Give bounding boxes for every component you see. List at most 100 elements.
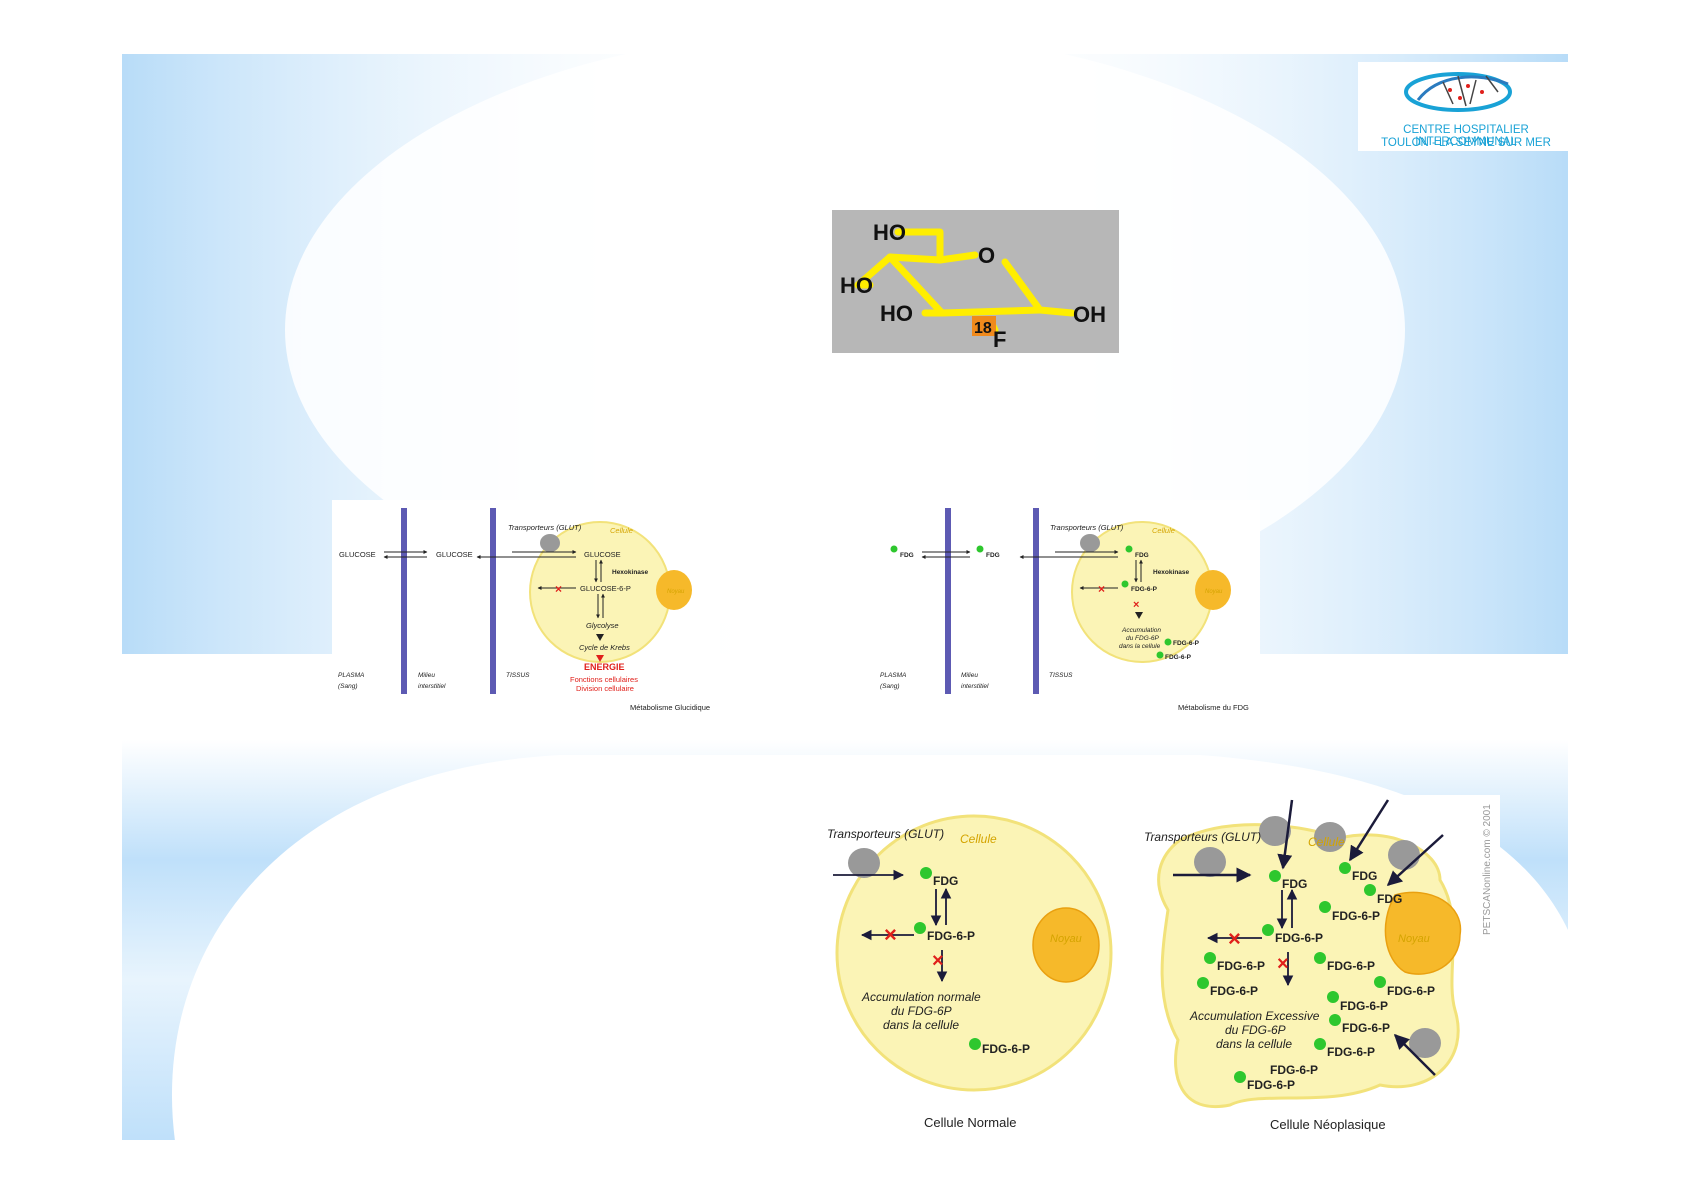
molecule-label-oh: OH	[1073, 302, 1106, 327]
fdg-milieu: FDG	[986, 552, 1000, 559]
cellule-label: Cellule	[960, 832, 997, 846]
hexokinase-label: Hexokinase	[612, 569, 649, 576]
transporteurs-label: Transporteurs (GLUT)	[508, 523, 582, 532]
molecule-label-ho3: HO	[880, 301, 913, 326]
plasma-label: PLASMA	[880, 672, 906, 679]
svg-text:×: ×	[1133, 599, 1139, 611]
noyau-label: Noyau	[1398, 933, 1430, 945]
molecule-label-ho1: HO	[873, 220, 906, 245]
fdg6p-label: FDG-6-P	[927, 929, 975, 943]
accum-line2: du FDG-6P	[1126, 635, 1160, 642]
glucose6p-label: GLUCOSE-6-P	[580, 584, 631, 593]
transporter	[1080, 534, 1100, 552]
logo-text-line1: CENTRE HOSPITALIER INTERCOMMUNAL	[1403, 124, 1529, 148]
sang-label: (Sang)	[338, 683, 358, 690]
molecule-label-o: O	[978, 243, 995, 268]
accum-line1: Accumulation normale	[861, 990, 981, 1004]
fdg6p-extra: FDG-6-P	[982, 1042, 1030, 1056]
membrane-plasma	[945, 508, 951, 694]
accum-line1: Accumulation	[1121, 627, 1161, 634]
accum-line3: dans la cellule	[883, 1018, 959, 1032]
hexokinase-label: Hexokinase	[1153, 569, 1190, 576]
fdg6p-item: FDG-6-P	[1332, 909, 1380, 923]
fdg6p-center: FDG-6-P	[1275, 931, 1323, 945]
transporter	[1194, 847, 1226, 877]
transporter	[848, 848, 880, 878]
transporter	[1314, 822, 1346, 852]
fdg-label: FDG	[933, 874, 958, 888]
nucleus	[1195, 570, 1231, 610]
noyau-label: Noyau	[1205, 589, 1223, 595]
accum-line2: du FDG-6P	[1225, 1023, 1286, 1037]
svg-text:×: ×	[1098, 582, 1105, 596]
accum-line2: du FDG-6P	[891, 1004, 952, 1018]
fdg6p-item: FDG-6-P	[1217, 959, 1265, 973]
caption-fdg: Métabolisme du FDG	[1178, 703, 1249, 712]
plasma-label: PLASMA	[338, 672, 364, 679]
fdg6p-item: FDG-6-P	[1342, 1021, 1390, 1035]
accum-line3: dans la cellule	[1119, 643, 1161, 650]
fdg6p-item: FDG-6-P	[1387, 984, 1435, 998]
transporter	[1388, 840, 1420, 870]
caption-normal: Cellule Normale	[924, 1115, 1016, 1130]
svg-text:×: ×	[884, 922, 897, 947]
division-label: Division cellulaire	[576, 684, 634, 693]
interstitiel-label: interstitiel	[418, 683, 446, 690]
cellule-label: Cellule	[610, 526, 633, 535]
noyau-label: Noyau	[667, 589, 685, 595]
sang-label: (Sang)	[880, 683, 900, 690]
fdg6p-b: FDG-6-P	[1165, 654, 1192, 661]
transporteurs-label: Transporteurs (GLUT)	[1144, 830, 1261, 844]
fdg-top1: FDG	[1352, 869, 1377, 883]
cell-fdg: FDG	[1135, 552, 1149, 559]
caption-glucose: Métabolisme Glucidique	[630, 703, 710, 712]
transporter	[1259, 816, 1291, 846]
nucleus	[1032, 907, 1100, 983]
membrane-tissue	[1033, 508, 1039, 694]
svg-text:×: ×	[555, 582, 562, 596]
milieu-label: Milieu	[961, 672, 978, 679]
normal-cell-diagram: × × Transporteurs (GLUT) Cellule Noyau F…	[827, 814, 1113, 1130]
nucleus	[1384, 891, 1462, 975]
membrane-plasma	[401, 508, 407, 694]
fdg-plasma: FDG	[900, 552, 914, 559]
noyau-label: Noyau	[1050, 933, 1082, 945]
cell	[1157, 823, 1460, 1108]
fdg-molecule: HO HO HO O OH 18 F	[832, 210, 1119, 353]
molecule-label-ho2: HO	[840, 273, 873, 298]
accum-line3: dans la cellule	[1216, 1037, 1292, 1051]
accum-line1: Accumulation Excessive	[1189, 1009, 1320, 1023]
fdg-metabolism-diagram: × × FDG FDG Transporteurs (GLUT) Cellule…	[874, 500, 1260, 718]
transporteurs-label: Transporteurs (GLUT)	[827, 827, 944, 841]
fdg-top2: FDG	[1377, 892, 1402, 906]
fdg6p-item: FDG-6-P	[1327, 1045, 1375, 1059]
interstitiel-label: interstitiel	[961, 683, 989, 690]
transporter	[1409, 1028, 1441, 1058]
membrane-tissue	[490, 508, 496, 694]
svg-text:×: ×	[1228, 926, 1241, 951]
transporter	[540, 534, 560, 552]
logo-text-line2: TOULON - LA SEYNE SUR MER	[1381, 137, 1551, 149]
energie-label: ENERGIE	[584, 662, 625, 672]
fonctions-label: Fonctions cellulaires	[570, 675, 638, 684]
logo-mark-icon	[1404, 72, 1512, 112]
cellule-label: Cellule	[1152, 526, 1175, 535]
glucose-milieu: GLUCOSE	[436, 550, 473, 559]
fdg6p-label: FDG-6-P	[1131, 586, 1158, 593]
fdg6p-item: FDG-6-P	[1327, 959, 1375, 973]
fdg6p-a: FDG-6-P	[1173, 640, 1200, 647]
svg-text:×: ×	[1277, 953, 1289, 975]
hospital-logo: CENTRE HOSPITALIER INTERCOMMUNAL TOULON …	[1358, 62, 1574, 151]
milieu-label: Milieu	[418, 672, 435, 679]
cell-glucose: GLUCOSE	[584, 550, 621, 559]
tissus-label: TISSUS	[506, 672, 530, 679]
transporteurs-label: Transporteurs (GLUT)	[1050, 523, 1124, 532]
caption-neoplastic: Cellule Néoplasique	[1270, 1117, 1386, 1132]
svg-text:×: ×	[932, 950, 944, 972]
cell	[835, 814, 1113, 1092]
molecule-label-f: F	[993, 327, 1006, 352]
fdg6p-item: FDG-6-P	[1210, 984, 1258, 998]
glucose-metabolism-diagram: × GLUCOSE GLUCOSE Transporteurs (GLUT) C…	[332, 500, 720, 718]
neoplastic-cell-diagram: × × Transporteurs (GLUT) Cellule Noyau F…	[1144, 795, 1500, 1135]
